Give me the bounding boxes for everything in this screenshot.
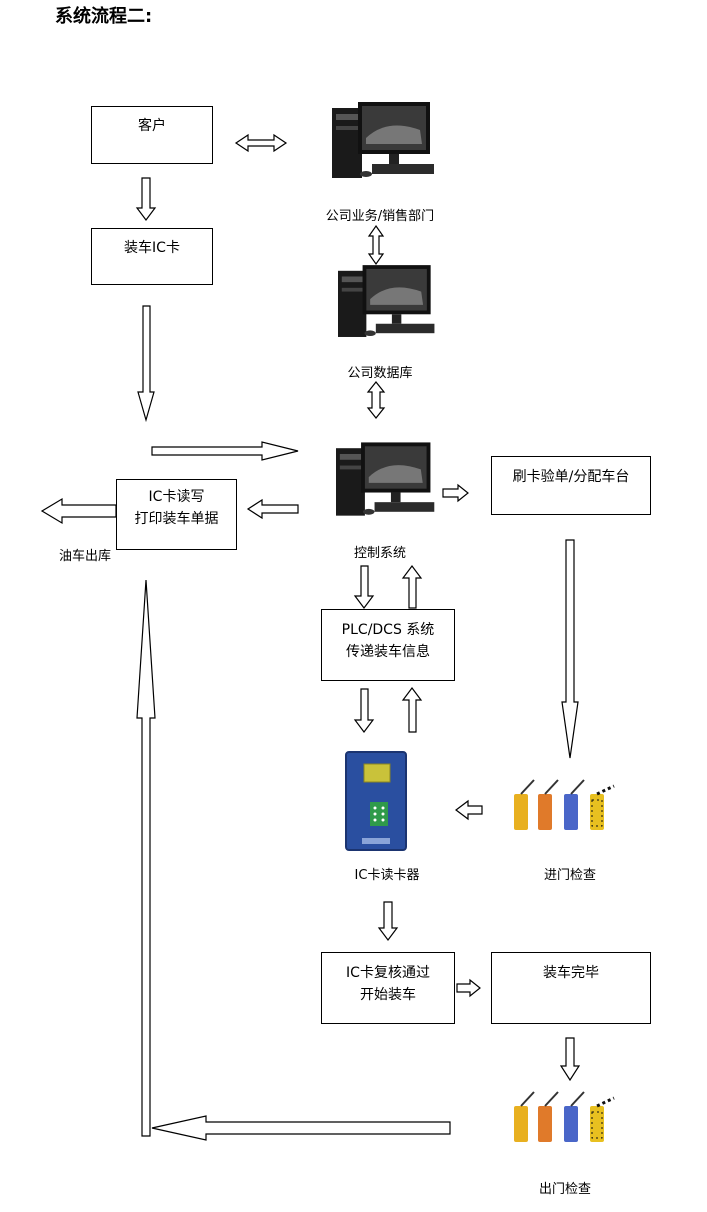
desktop-computer-icon — [338, 265, 435, 337]
ic-recheck-line2: 开始装车 — [360, 987, 416, 1003]
ic-reader-label: IC卡读卡器 — [354, 868, 420, 883]
arrow-control-to-plc — [353, 565, 375, 609]
card-reader-icon — [345, 751, 407, 851]
arrow-plc-to-reader — [353, 688, 375, 733]
ic-recheck-box: IC卡复核通过 开始装车 — [321, 952, 455, 1024]
page-title: 系统流程二: — [55, 6, 153, 27]
arrow-to-control-system — [151, 441, 299, 461]
arrow-entry-to-reader — [455, 799, 483, 821]
ic-card-label: 装车IC卡 — [124, 240, 180, 256]
tanker-exit-label: 油车出库 — [58, 549, 111, 564]
ic-read-write-line1: IC卡读写 — [148, 489, 205, 505]
barrier-gate-icon — [514, 1091, 615, 1142]
plc-dcs-line2: 传递装车信息 — [346, 644, 430, 660]
desktop-computer-icon — [336, 442, 435, 516]
swipe-verify-label: 刷卡验单/分配车台 — [512, 469, 630, 485]
customer-box: 客户 — [91, 106, 213, 164]
ic-recheck-line1: IC卡复核通过 — [346, 965, 430, 981]
ic-read-write-line2: 打印装车单据 — [134, 511, 219, 527]
customer-label: 客户 — [138, 118, 166, 134]
arrow-customer-to-ic-card — [135, 177, 157, 221]
arrow-plc-to-control — [401, 565, 423, 609]
loading-done-box: 装车完毕 — [491, 952, 651, 1024]
arrow-ic-card-down — [137, 305, 155, 423]
arrow-done-to-exit-check — [559, 1037, 581, 1082]
ic-read-write-box: IC卡读写 打印装车单据 — [116, 479, 237, 550]
exit-check-label: 出门检查 — [538, 1182, 591, 1197]
double-arrow-database-control — [366, 381, 386, 419]
arrow-up-to-tanker-exit — [136, 579, 156, 1137]
desktop-computer-icon — [332, 102, 434, 178]
plc-dcs-line1: PLC/DCS 系统 — [341, 622, 435, 638]
double-arrow-sales-database — [367, 224, 385, 266]
plc-dcs-box: PLC/DCS 系统 传递装车信息 — [321, 609, 455, 681]
arrow-reader-to-plc — [401, 687, 423, 733]
arrow-exit-check-left — [151, 1115, 451, 1141]
arrow-swipe-to-entry — [561, 539, 579, 759]
loading-done-label: 装车完毕 — [543, 965, 599, 981]
control-system-label: 控制系统 — [353, 546, 406, 561]
entry-check-label: 进门检查 — [543, 868, 596, 883]
database-label: 公司数据库 — [347, 366, 413, 381]
arrow-reader-to-recheck — [377, 901, 399, 941]
arrow-control-to-ic-rw — [246, 498, 299, 520]
ic-card-box: 装车IC卡 — [91, 228, 213, 285]
barrier-gate-icon — [514, 779, 615, 830]
arrow-ic-rw-to-exit — [40, 497, 117, 525]
sales-dept-label: 公司业务/销售部门 — [325, 209, 435, 224]
arrow-control-to-swipe — [442, 483, 469, 503]
double-arrow-customer-sales — [234, 133, 288, 153]
swipe-verify-box: 刷卡验单/分配车台 — [491, 456, 651, 515]
arrow-recheck-to-done — [456, 978, 481, 998]
